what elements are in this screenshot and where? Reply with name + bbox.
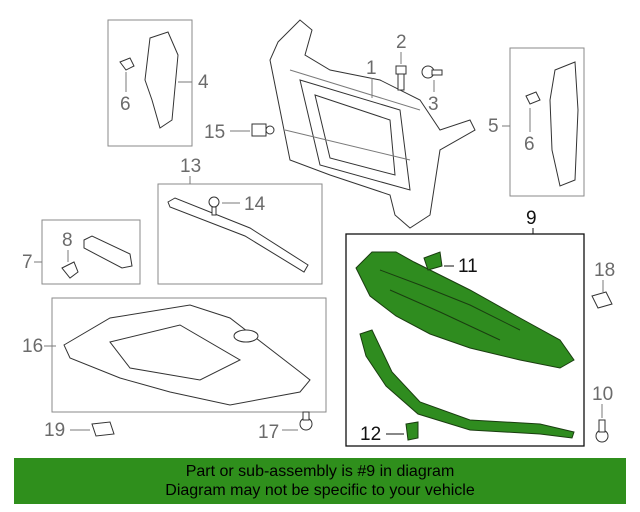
callout-6b: 6 <box>524 134 535 155</box>
bracket-4 <box>119 31 179 129</box>
callout-13: 13 <box>180 156 201 177</box>
undercover-16 <box>63 304 311 406</box>
bracket-5 <box>525 61 579 187</box>
box-part-5 <box>509 47 585 197</box>
callout-10: 10 <box>592 384 613 405</box>
sensor-15 <box>251 123 275 137</box>
callout-17: 17 <box>258 422 279 443</box>
callout-7: 7 <box>22 252 33 273</box>
callout-15: 15 <box>204 122 225 143</box>
callout-5: 5 <box>488 116 499 137</box>
box-part-13 <box>157 183 323 285</box>
box-part-9 <box>345 233 585 447</box>
box-part-4 <box>107 19 193 147</box>
deflector-9 <box>355 251 575 439</box>
notice-banner: Part or sub-assembly is #9 in diagram Di… <box>14 458 626 504</box>
callout-9: 9 <box>526 208 537 229</box>
clip-11 <box>423 251 443 271</box>
bolt-10 <box>595 419 609 443</box>
screw-3 <box>421 65 443 79</box>
callout-4: 4 <box>198 72 209 93</box>
callout-2: 2 <box>396 32 407 53</box>
banner-line-2: Diagram may not be specific to your vehi… <box>165 482 475 499</box>
callout-8: 8 <box>62 230 73 251</box>
callout-12: 12 <box>360 424 381 445</box>
clip-18 <box>591 291 613 309</box>
seal-strip-13 <box>167 197 309 273</box>
callout-18: 18 <box>594 260 615 281</box>
parts-diagram: 1 2 3 4 6 5 6 15 13 <box>22 19 615 447</box>
callout-16: 16 <box>22 336 43 357</box>
radiator-support <box>269 19 476 229</box>
clip-19 <box>91 421 115 437</box>
callout-6a: 6 <box>120 94 131 115</box>
callout-1: 1 <box>366 58 377 79</box>
bolt-2 <box>395 65 407 91</box>
callout-14: 14 <box>244 194 266 215</box>
callout-19: 19 <box>44 420 65 441</box>
clip-8 <box>61 261 79 279</box>
callout-3: 3 <box>428 94 439 115</box>
clip-14 <box>208 196 220 216</box>
clip-12 <box>405 421 419 441</box>
bracket-7 <box>83 235 133 269</box>
box-part-7 <box>41 219 141 285</box>
box-part-16 <box>51 297 327 413</box>
callout-11: 11 <box>458 256 478 277</box>
banner-line-1: Part or sub-assembly is #9 in diagram <box>185 463 455 480</box>
bolt-17 <box>299 411 313 431</box>
